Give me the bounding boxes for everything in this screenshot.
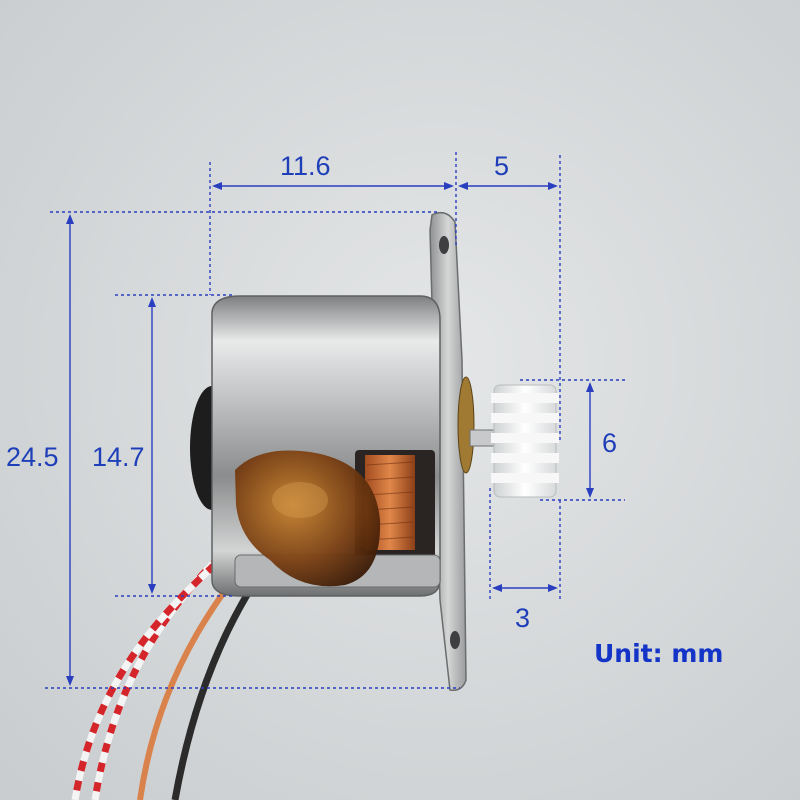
mounting-hole-top bbox=[439, 236, 449, 254]
dimension-label-overall-height: 24.5 bbox=[6, 442, 59, 472]
dimension-label-gear-diameter: 6 bbox=[602, 428, 618, 458]
dimension-label-shaft-length: 5 bbox=[494, 151, 510, 181]
dimension-label-body-diameter: 14.7 bbox=[92, 442, 145, 472]
epoxy-blob bbox=[235, 450, 381, 587]
dimension-lines bbox=[45, 152, 625, 689]
dimension-label-body-length: 11.6 bbox=[280, 151, 331, 181]
epoxy-highlight bbox=[272, 482, 328, 518]
mounting-hole-bottom bbox=[450, 631, 460, 649]
dimension-label-gear-width: 3 bbox=[515, 603, 531, 633]
dimension-arrowheads bbox=[66, 182, 594, 686]
unit-label: Unit: mm bbox=[594, 639, 724, 668]
front-bearing bbox=[457, 376, 475, 474]
pinion-gear bbox=[491, 384, 559, 498]
